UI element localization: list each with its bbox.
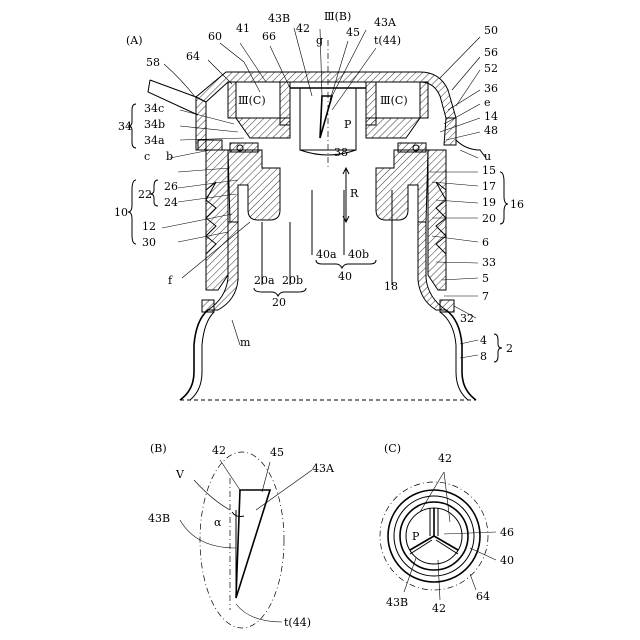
lbl-41: 41 <box>236 22 250 35</box>
lbl-60: 60 <box>208 30 222 43</box>
lbl-4: 4 <box>480 334 487 347</box>
lbl-m: m <box>240 336 251 349</box>
lbl-43A: 43A <box>374 16 397 29</box>
lbl-16: 16 <box>510 198 524 211</box>
lbl-34a: 34a <box>144 134 165 147</box>
lbl-e: e <box>484 96 491 109</box>
neck-left <box>228 150 280 222</box>
lbl-32: 32 <box>460 312 474 325</box>
hinge-block-left <box>198 140 222 150</box>
inner-ring-right-a <box>420 82 428 118</box>
fit-right <box>398 143 426 152</box>
lbl-18: 18 <box>384 280 398 293</box>
lbl-58: 58 <box>146 56 160 69</box>
ring-34-right <box>366 118 420 138</box>
lbl-5: 5 <box>482 272 489 285</box>
lbl-R: R <box>350 187 359 200</box>
lbl-33: 33 <box>482 256 496 269</box>
cap-tab-right <box>456 140 486 158</box>
lbl-b-V: V <box>175 468 185 481</box>
lbl-12: 12 <box>142 220 156 233</box>
lbl-15: 15 <box>482 164 496 177</box>
lbl-40: 40 <box>338 270 352 283</box>
panel-a-label: (A) <box>126 34 143 47</box>
lbl-26: 26 <box>164 180 178 193</box>
lbl-g: g <box>316 34 323 47</box>
lbl-b-alpha: α <box>214 516 222 529</box>
cap-tab-left <box>150 80 196 97</box>
lbl-17: 17 <box>482 180 496 193</box>
slit-wedge <box>236 490 270 598</box>
lbl-20b: 20b <box>282 274 303 287</box>
lbl-f: f <box>168 274 173 287</box>
lbl-c: c <box>144 150 150 163</box>
lbl-10: 10 <box>114 206 128 219</box>
inner-40 <box>312 190 344 255</box>
neck-right <box>376 150 428 222</box>
lbl-b-43B: 43B <box>148 512 170 525</box>
lbl-c-40: 40 <box>500 554 514 567</box>
lbl-64: 64 <box>186 50 200 63</box>
lbl-56: 56 <box>484 46 498 59</box>
lbl-P: P <box>344 118 352 131</box>
tri-slit <box>410 508 458 550</box>
lbl-c-42-bottom: 42 <box>432 602 446 615</box>
lbl-t44: t(44) <box>374 34 401 47</box>
angle-arc <box>232 512 244 517</box>
lbl-7: 7 <box>482 290 489 303</box>
lbl-22: 22 <box>138 188 152 201</box>
lbl-40b: 40b <box>348 248 369 261</box>
lbl-c-P: P <box>412 530 420 543</box>
lbl-34b: 34b <box>144 118 165 131</box>
lbl-20r: 20 <box>482 212 496 225</box>
lbl-c-46: 46 <box>500 526 514 539</box>
inner-ring-left-a <box>228 82 236 118</box>
bottle-body-outer <box>180 310 476 400</box>
lbl-66: 66 <box>262 30 276 43</box>
panel-b-label: (B) <box>150 442 167 455</box>
lbl-38: 38 <box>334 146 348 159</box>
lbl-3C-right: Ⅲ(C) <box>380 94 408 107</box>
lbl-43B: 43B <box>268 12 290 25</box>
lbl-3B: Ⅲ(B) <box>324 10 351 23</box>
panel-b-detail: (B) 42 45 V 43A 43B α t(44) <box>148 442 335 629</box>
lbl-2: 2 <box>506 342 513 355</box>
lbl-b: b <box>166 150 173 163</box>
lbl-30: 30 <box>142 236 156 249</box>
lbl-24: 24 <box>164 196 178 209</box>
panel-c-label: (C) <box>384 442 401 455</box>
lbl-52: 52 <box>484 62 498 75</box>
ring-34-left <box>236 118 290 138</box>
lbl-u: u <box>484 150 491 163</box>
lbl-48: 48 <box>484 124 498 137</box>
lbl-6: 6 <box>482 236 489 249</box>
lbl-20: 20 <box>272 296 286 309</box>
lbl-8: 8 <box>480 350 487 363</box>
valve-slit <box>320 96 332 138</box>
lbl-14: 14 <box>484 110 498 123</box>
lbl-b-45: 45 <box>270 446 284 459</box>
lbl-20a: 20a <box>254 274 275 287</box>
lbl-40a: 40a <box>316 248 337 261</box>
panel-c-topview: (C) 42 46 P 40 43B 42 64 <box>380 442 514 615</box>
cap-right-wall <box>444 118 456 145</box>
lbl-34: 34 <box>118 120 132 133</box>
lbl-50: 50 <box>484 24 498 37</box>
lbl-b-43A: 43A <box>312 462 335 475</box>
lbl-c-64: 64 <box>476 590 490 603</box>
detail-ellipse <box>200 452 284 628</box>
lbl-c-43B: 43B <box>386 596 408 609</box>
lbl-34c: 34c <box>144 102 164 115</box>
lbl-45: 45 <box>346 26 360 39</box>
lbl-36: 36 <box>484 82 498 95</box>
lbl-c-42-top: 42 <box>438 452 452 465</box>
lbl-b-42: 42 <box>212 444 226 457</box>
lbl-42: 42 <box>296 22 310 35</box>
fit-left <box>230 143 258 152</box>
lbl-19: 19 <box>482 196 496 209</box>
lbl-3C-left: Ⅲ(C) <box>238 94 266 107</box>
panel-a-section: (A) <box>114 10 524 400</box>
lbl-b-t44: t(44) <box>284 616 311 629</box>
